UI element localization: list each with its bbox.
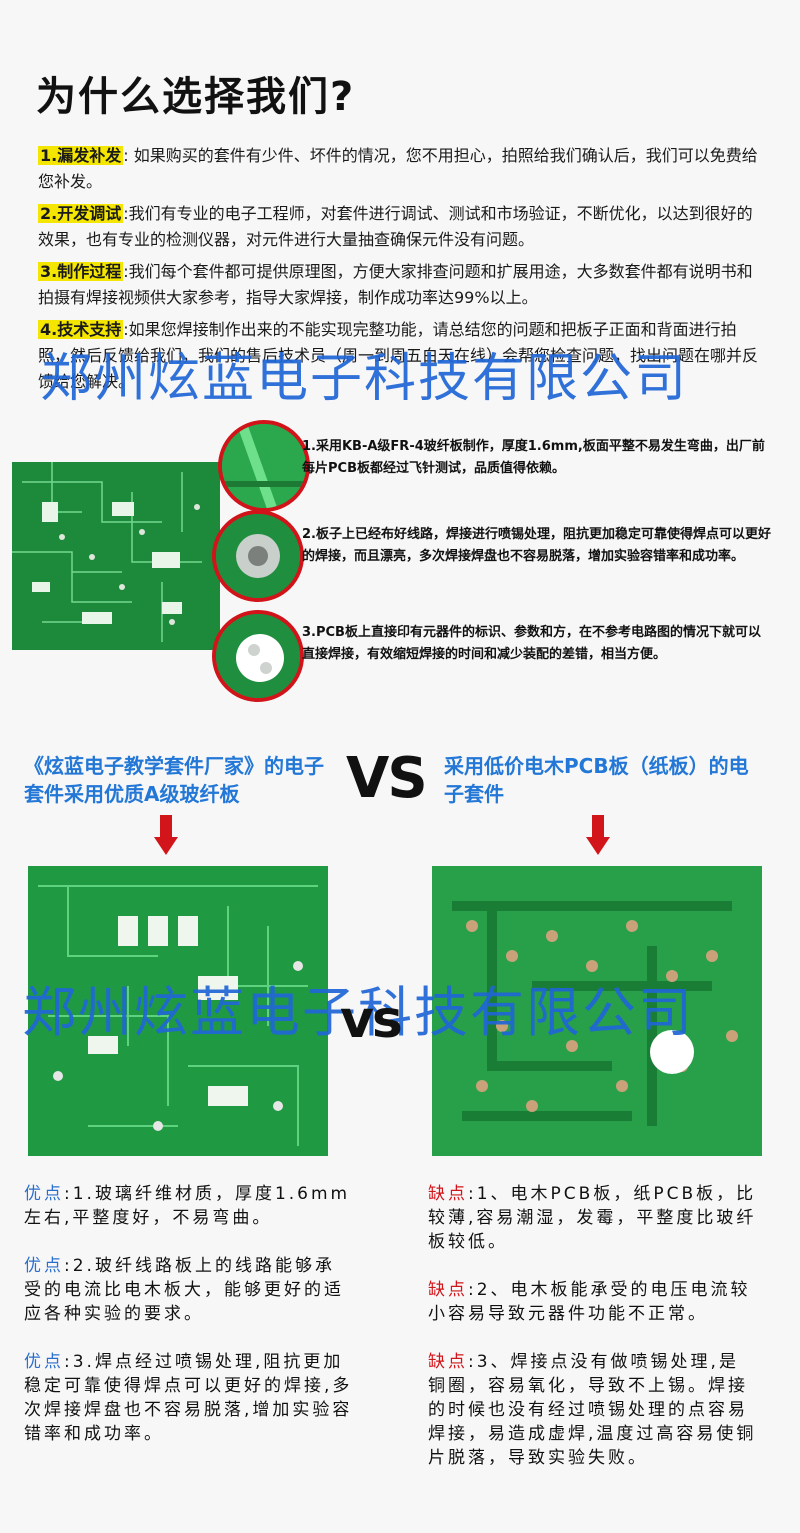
fiberglass-board-photo: [28, 866, 328, 1156]
pro-item: 优点:3.焊点经过喷锡处理,阻抗更加稳定可靠使得焊点可以更好的焊接,多次焊接焊盘…: [24, 1350, 354, 1446]
reason-text: :如果您焊接制作出来的不能实现完整功能，请总结您的问题和把板子正面和背面进行拍照…: [38, 320, 759, 391]
zoom-circle-silkscreen: [212, 610, 304, 702]
arrow-down-icon: [154, 815, 178, 855]
reason-tag: 4.技术支持: [38, 320, 124, 339]
watermark-text: 郑州炫蓝电子科技有限公司: [40, 349, 689, 409]
reason-item: 2.开发调试:我们有专业的电子工程师，对套件进行调试、测试和市场验证，不断优化，…: [38, 201, 768, 253]
pro-item: 优点:1.玻璃纤维材质，厚度1.6mm左右,平整度好，不易弯曲。: [24, 1182, 354, 1230]
con-text: :2、电木板能承受的电压电流较小容易导致元器件功能不正常。: [428, 1280, 751, 1324]
arrow-down-icon: [586, 815, 610, 855]
pro-label: 优点: [24, 1184, 64, 1204]
con-item: 缺点:1、电木PCB板，纸PCB板，比较薄,容易潮湿，发霉，平整度比玻纤板较低。: [428, 1182, 758, 1254]
reason-text: :我们每个套件都可提供原理图，方便大家排查问题和扩展用途，大多数套件都有说明书和…: [38, 262, 753, 307]
con-item: 缺点:3、焊接点没有做喷锡处理,是铜圈，容易氧化，导致不上锡。焊接的时候也没有经…: [428, 1350, 758, 1470]
zoom-circle-board: [218, 420, 310, 512]
pcb-illustration: [12, 462, 220, 650]
con-label: 缺点: [428, 1280, 468, 1300]
con-label: 缺点: [428, 1184, 468, 1204]
paper-board-photo: [432, 866, 762, 1156]
page-title: 为什么选择我们?: [36, 74, 356, 120]
pro-item: 优点:2.玻纤线路板上的线路能够承受的电流比电木板大，能够更好的适应各种实验的要…: [24, 1254, 354, 1326]
vs-label: VS: [346, 746, 428, 811]
feature-3: 3.PCB板上直接印有元器件的标识、参数和方，在不参考电路图的情况下就可以直接焊…: [302, 625, 761, 662]
feature-1: 1.采用KB-A级FR-4玻纤板制作，厚度1.6mm,板面平整不易发生弯曲，出厂…: [302, 439, 765, 476]
reason-item: 4.技术支持:如果您焊接制作出来的不能实现完整功能，请总结您的问题和把板子正面和…: [38, 317, 768, 395]
zoom-circle-pad: [212, 510, 304, 602]
con-text: :3、焊接点没有做喷锡处理,是铜圈，容易氧化，导致不上锡。焊接的时候也没有经过喷…: [428, 1352, 757, 1468]
reason-text: : 如果购买的套件有少件、坏件的情况，您不用担心，拍照给我们确认后，我们可以免费…: [38, 146, 758, 191]
pro-text: :1.玻璃纤维材质，厚度1.6mm左右,平整度好，不易弯曲。: [24, 1184, 351, 1228]
reason-tag: 2.开发调试: [38, 204, 124, 223]
reason-item: 1.漏发补发: 如果购买的套件有少件、坏件的情况，您不用担心，拍照给我们确认后，…: [38, 143, 768, 195]
pro-text: :2.玻纤线路板上的线路能够承受的电流比电木板大，能够更好的适应各种实验的要求。: [24, 1256, 344, 1324]
pro-label: 优点: [24, 1256, 64, 1276]
con-label: 缺点: [428, 1352, 468, 1372]
reason-text: :我们有专业的电子工程师，对套件进行调试、测试和市场验证，不断优化，以达到很好的…: [38, 204, 753, 249]
con-text: :1、电木PCB板，纸PCB板，比较薄,容易潮湿，发霉，平整度比玻纤板较低。: [428, 1184, 757, 1252]
pcb-photo: [12, 462, 220, 650]
left-heading: 《炫蓝电子教学套件厂家》的电子套件采用优质A级玻纤板: [24, 754, 324, 806]
pros-list: 优点:1.玻璃纤维材质，厚度1.6mm左右,平整度好，不易弯曲。 优点:2.玻纤…: [24, 1182, 354, 1470]
right-heading: 采用低价电木PCB板（纸板）的电子套件: [444, 754, 749, 806]
cons-list: 缺点:1、电木PCB板，纸PCB板，比较薄,容易潮湿，发霉，平整度比玻纤板较低。…: [428, 1182, 758, 1494]
reason-tag: 3.制作过程: [38, 262, 124, 281]
reason-item: 3.制作过程:我们每个套件都可提供原理图，方便大家排查问题和扩展用途，大多数套件…: [38, 259, 768, 311]
reason-tag: 1.漏发补发: [38, 146, 124, 165]
vs-small-label: vs: [340, 990, 403, 1050]
watermark-text: 郑州炫蓝电子科技有限公司: [22, 981, 694, 1044]
pro-label: 优点: [24, 1352, 64, 1372]
feature-2: 2.板子上已经布好线路，焊接进行喷锡处理，阻抗更加稳定可靠使得焊点可以更好的焊接…: [302, 527, 771, 564]
reasons-list: 1.漏发补发: 如果购买的套件有少件、坏件的情况，您不用担心，拍照给我们确认后，…: [38, 143, 768, 401]
con-item: 缺点:2、电木板能承受的电压电流较小容易导致元器件功能不正常。: [428, 1278, 758, 1326]
pro-text: :3.焊点经过喷锡处理,阻抗更加稳定可靠使得焊点可以更好的焊接,多次焊接焊盘也不…: [24, 1352, 353, 1444]
